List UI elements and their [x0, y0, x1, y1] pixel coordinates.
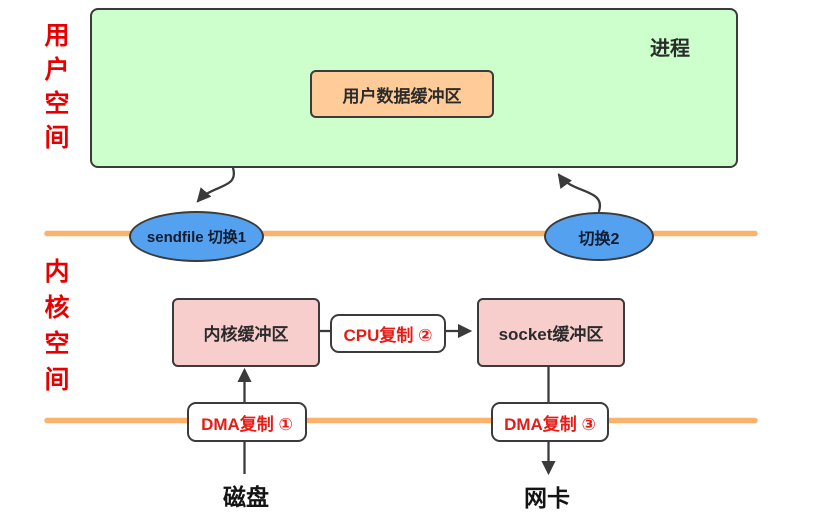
kernel-buffer-box: 内核缓冲区: [172, 298, 320, 367]
dma-copy-1-label-box: DMA复制 ①: [187, 402, 307, 442]
nic-label: 网卡: [524, 485, 570, 511]
cpu-copy-label-box: CPU复制 ②: [330, 314, 446, 353]
socket-buffer-box: socket缓冲区: [477, 298, 625, 367]
arrow-process-to-switch1: [196, 166, 236, 203]
user-space-label: 用户空间: [41, 22, 69, 158]
arrow-switch2-to-process: [557, 173, 602, 213]
sendfile-switch1-ellipse: sendfile 切换1: [129, 211, 264, 262]
kernel-space-label: 内核空间: [41, 258, 69, 402]
disk-label: 磁盘: [223, 484, 269, 510]
switch2-ellipse: 切换2: [544, 212, 654, 261]
dma-copy-3-label-box: DMA复制 ③: [491, 402, 609, 442]
user-data-buffer-box: 用户数据缓冲区: [310, 70, 494, 118]
process-label: 进程: [650, 38, 690, 60]
